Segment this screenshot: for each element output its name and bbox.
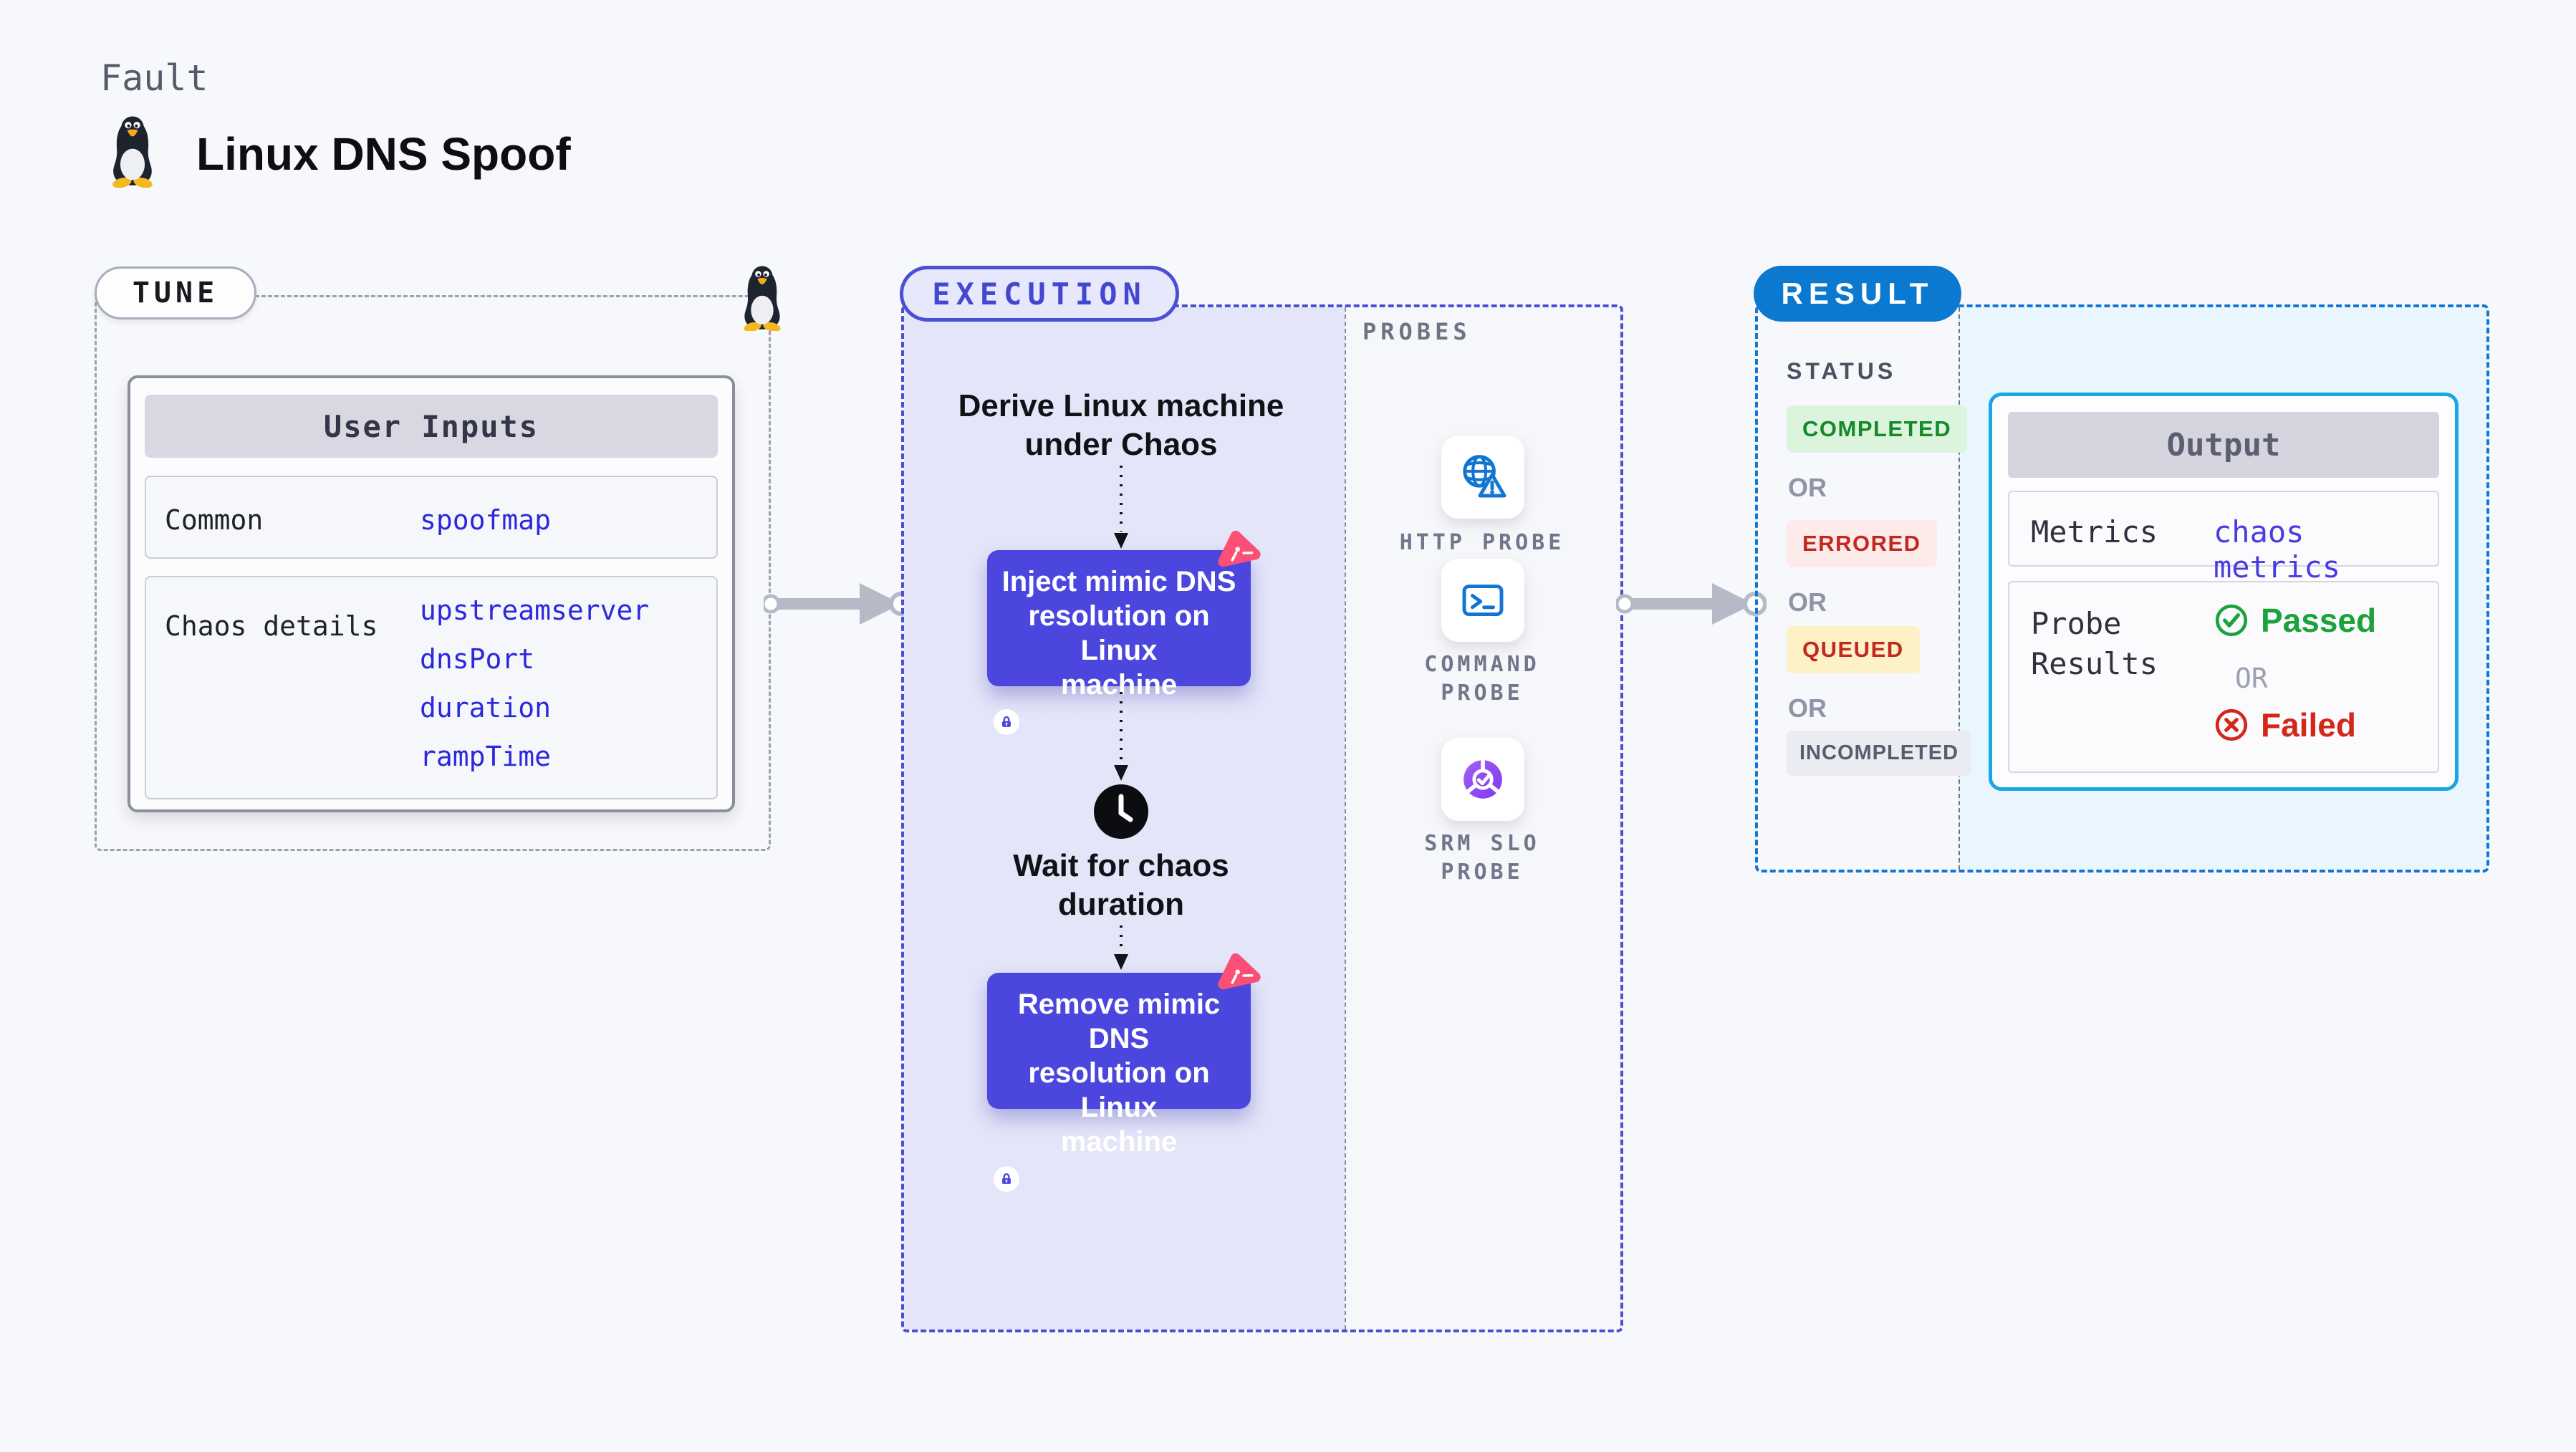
failed-label: Failed — [2261, 706, 2356, 744]
tune-section — [95, 295, 771, 851]
row-label: Common — [165, 504, 264, 536]
srm-slo-probe-label: SRM SLO PROBE — [1424, 831, 1540, 885]
arrow-right-icon — [1616, 583, 1767, 625]
chaos-logo-icon — [1218, 953, 1261, 990]
privilege-note-row: Privilege access required — [987, 709, 1251, 735]
failed-row: Failed — [2214, 706, 2356, 744]
result-badge: RESULT — [1754, 266, 1961, 322]
status-badge-queued: QUEUED — [1787, 626, 1920, 673]
check-circle-icon — [2215, 604, 2248, 637]
page-title: Linux DNS Spoof — [196, 128, 571, 180]
srm-slo-probe-card — [1441, 738, 1524, 821]
http-probe-card — [1441, 436, 1524, 519]
privilege-note: Privilege access required — [1028, 1168, 1244, 1190]
globe-alert-icon — [1463, 455, 1506, 498]
execution-section — [901, 304, 1623, 1332]
row-value: dnsPort — [420, 643, 535, 675]
privilege-note-row: Privilege access required — [987, 1166, 1251, 1192]
status-badge-errored: ERRORED — [1787, 520, 1937, 567]
row-value: upstreamserver — [420, 595, 650, 626]
metrics-value: chaos metrics — [2214, 514, 2341, 585]
or-separator: OR — [1788, 473, 1827, 502]
tux-icon — [743, 266, 782, 331]
user-inputs-header: User Inputs — [145, 395, 718, 458]
clock-icon — [1094, 784, 1148, 839]
output-header: Output — [2008, 412, 2439, 478]
remove-node: Remove mimic DNS resolution on Linux mac… — [987, 973, 1251, 1192]
row-label: Chaos details — [165, 610, 378, 642]
lock-icon — [994, 1166, 1020, 1192]
probes-title: PROBES — [1363, 318, 1471, 345]
status-title: STATUS — [1787, 358, 1897, 384]
slo-donut-check-icon — [1464, 760, 1502, 799]
privilege-note: Privilege access required — [1028, 711, 1244, 733]
output-card: Output Metrics chaos metrics Probe Resul… — [1989, 393, 2459, 791]
inject-node-label: Inject mimic DNS resolution on Linux mac… — [1001, 566, 1236, 701]
execution-badge: EXECUTION — [900, 266, 1179, 322]
row-value: duration — [420, 692, 552, 723]
passed-label: Passed — [2261, 602, 2377, 639]
tune-badge: TUNE — [95, 266, 256, 319]
dotted-arrow-icon — [1114, 466, 1128, 549]
dotted-arrow-icon — [1114, 925, 1128, 970]
metrics-row: Metrics chaos metrics — [2008, 491, 2439, 585]
passed-row: Passed — [2214, 601, 2376, 640]
chaos-logo-icon — [1218, 530, 1261, 567]
x-circle-icon — [2215, 708, 2248, 741]
command-probe-label: COMMAND PROBE — [1424, 652, 1540, 706]
row-value: spoofmap — [420, 504, 552, 536]
or-separator: OR — [1788, 693, 1827, 723]
lock-icon — [994, 709, 1020, 735]
wait-step-label: Wait for chaos duration — [1013, 848, 1229, 922]
http-probe-label: HTTP PROBE — [1399, 530, 1565, 555]
metrics-label: Metrics — [2031, 514, 2158, 549]
arrow-right-icon — [764, 583, 913, 625]
row-value: rampTime — [420, 741, 552, 772]
status-badge-completed: COMPLETED — [1787, 405, 1968, 453]
terminal-icon — [1462, 585, 1504, 616]
or-separator: OR — [1788, 587, 1827, 617]
probe-results-row: Probe Results Passed OR Failed — [2008, 581, 2439, 773]
derive-step-label: Derive Linux machine under Chaos — [958, 388, 1284, 462]
status-badge-incompleted: INCOMPLETED — [1787, 731, 1972, 776]
dotted-arrow-icon — [1114, 692, 1128, 781]
command-probe-card — [1441, 559, 1524, 642]
fault-kicker: Fault — [100, 57, 208, 99]
inject-node: Inject mimic DNS resolution on Linux mac… — [987, 550, 1251, 735]
remove-node-label: Remove mimic DNS resolution on Linux mac… — [1017, 989, 1221, 1158]
table-row-common: Common spoofmap — [145, 476, 718, 559]
probe-results-label: Probe Results — [2031, 606, 2158, 681]
or-separator: OR — [2235, 663, 2268, 694]
tux-icon — [111, 116, 154, 188]
user-inputs-card: User Inputs Common spoofmap Chaos detail… — [128, 375, 735, 812]
table-row-chaos-details: Chaos details upstreamserver dnsPort dur… — [145, 576, 718, 799]
